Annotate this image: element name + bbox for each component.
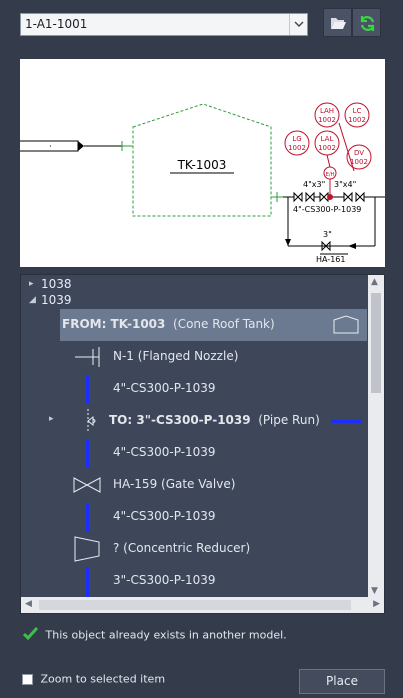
- svg-text:1002: 1002: [288, 144, 306, 152]
- tree-expander-1039[interactable]: ◢: [29, 295, 36, 305]
- checkbox-box[interactable]: [22, 673, 33, 685]
- from-label: FROM: TK-1003: [62, 317, 166, 331]
- scroll-right-icon[interactable]: ▶: [373, 599, 380, 609]
- scroll-up-icon[interactable]: ▲: [371, 277, 378, 287]
- horizontal-scroll-thumb[interactable]: [39, 600, 351, 610]
- tree-item-pipe-segment[interactable]: 4"-CS300-P-1039: [21, 373, 368, 405]
- tree-item-label: N-1 (Flanged Nozzle): [113, 349, 239, 363]
- svg-text:LAH: LAH: [320, 107, 334, 115]
- to-label: TO: 3"-CS300-P-1039: [109, 413, 251, 427]
- pipe-label: 4"-CS300-P-1039: [293, 205, 361, 214]
- tree-group-1039[interactable]: 1039: [41, 293, 72, 307]
- vertical-scrollbar[interactable]: ▲ ▼: [368, 275, 384, 598]
- open-model-button[interactable]: [323, 8, 352, 37]
- scroll-down-icon[interactable]: ▼: [371, 586, 378, 596]
- svg-text:1002: 1002: [348, 116, 366, 124]
- tree-item-nozzle[interactable]: N-1 (Flanged Nozzle): [21, 341, 368, 373]
- svg-text:LC: LC: [353, 107, 362, 115]
- tree-item-label: 4"-CS300-P-1039: [113, 445, 216, 459]
- svg-text:LG: LG: [292, 135, 301, 143]
- to-type: (Pipe Run): [258, 413, 320, 427]
- tree-item-to-pipe-run[interactable]: ▸ TO: 3"-CS300-P-1039 (Pipe Run): [21, 405, 368, 437]
- zoom-label: Zoom to selected item: [40, 672, 166, 686]
- size-label-left: 4"x3": [303, 180, 325, 189]
- size-label-bottom: 3": [323, 230, 332, 239]
- check-icon: [22, 626, 39, 643]
- svg-text:LAL: LAL: [321, 135, 334, 143]
- svg-text:1002: 1002: [318, 144, 336, 152]
- tree-item-pipe-segment[interactable]: 3"-CS300-P-1039: [21, 565, 368, 599]
- tank-label: TK-1003: [177, 158, 227, 172]
- tree-item-gate-valve[interactable]: HA-159 (Gate Valve): [21, 469, 368, 501]
- horizontal-scrollbar[interactable]: ◀ ▶: [21, 597, 384, 613]
- tree-group-1038[interactable]: 1038: [41, 277, 72, 291]
- pipe-line-icon: [331, 420, 361, 423]
- svg-text:1002: 1002: [350, 158, 368, 166]
- vertical-scroll-thumb[interactable]: [371, 293, 381, 393]
- pipe-segment-icon: [86, 503, 89, 531]
- svg-text:DV: DV: [354, 149, 364, 157]
- pipe-segment-icon: [86, 439, 89, 467]
- concentric-reducer-icon: [73, 536, 101, 566]
- tree-item-label: ? (Concentric Reducer): [113, 541, 251, 555]
- tree-item-label: 4"-CS300-P-1039: [113, 509, 216, 523]
- model-select[interactable]: 1-A1-1001: [20, 13, 308, 36]
- pipe-segment-icon: [86, 567, 89, 599]
- tree-item-label: 3"-CS300-P-1039: [113, 573, 216, 587]
- svg-text:1002: 1002: [318, 116, 336, 124]
- tree-item-pipe-segment[interactable]: 4"-CS300-P-1039: [21, 437, 368, 469]
- tree-item-expander[interactable]: ▸: [49, 414, 54, 424]
- refresh-button[interactable]: [352, 8, 381, 37]
- status-text: This object already exists in another mo…: [45, 628, 287, 642]
- tree-item-label: HA-159 (Gate Valve): [113, 477, 236, 491]
- tree-item-pipe-segment[interactable]: 4"-CS300-P-1039: [21, 501, 368, 533]
- valve-label: HA-161: [316, 255, 345, 264]
- pipe-segment-icon: [86, 375, 89, 403]
- tree-expander-1038[interactable]: ▸: [29, 279, 34, 289]
- place-button[interactable]: Place: [299, 669, 385, 694]
- svg-text:E/H: E/H: [326, 172, 335, 178]
- status-message: This object already exists in another mo…: [22, 626, 287, 643]
- tree-item-from-tank[interactable]: FROM: TK-1003 (Cone Roof Tank): [60, 309, 367, 341]
- pipe-run-icon: [81, 409, 101, 437]
- tree-item-label: 4"-CS300-P-1039: [113, 381, 216, 395]
- size-label-right: 3"x4": [334, 180, 356, 189]
- flanged-nozzle-icon: [73, 346, 103, 372]
- connection-tree[interactable]: ▸ 1038 ◢ 1039 FROM: TK-1003 (Cone Roof T…: [20, 274, 385, 614]
- gate-valve-icon: [73, 474, 101, 500]
- scroll-left-icon[interactable]: ◀: [25, 599, 32, 609]
- tree-item-reducer[interactable]: ? (Concentric Reducer): [21, 533, 368, 565]
- chevron-down-icon[interactable]: [289, 14, 307, 35]
- zoom-to-selected-checkbox[interactable]: Zoom to selected item: [22, 672, 165, 686]
- tank-icon: [333, 315, 359, 338]
- model-select-value: 1-A1-1001: [25, 17, 88, 31]
- from-type: (Cone Roof Tank): [173, 317, 275, 331]
